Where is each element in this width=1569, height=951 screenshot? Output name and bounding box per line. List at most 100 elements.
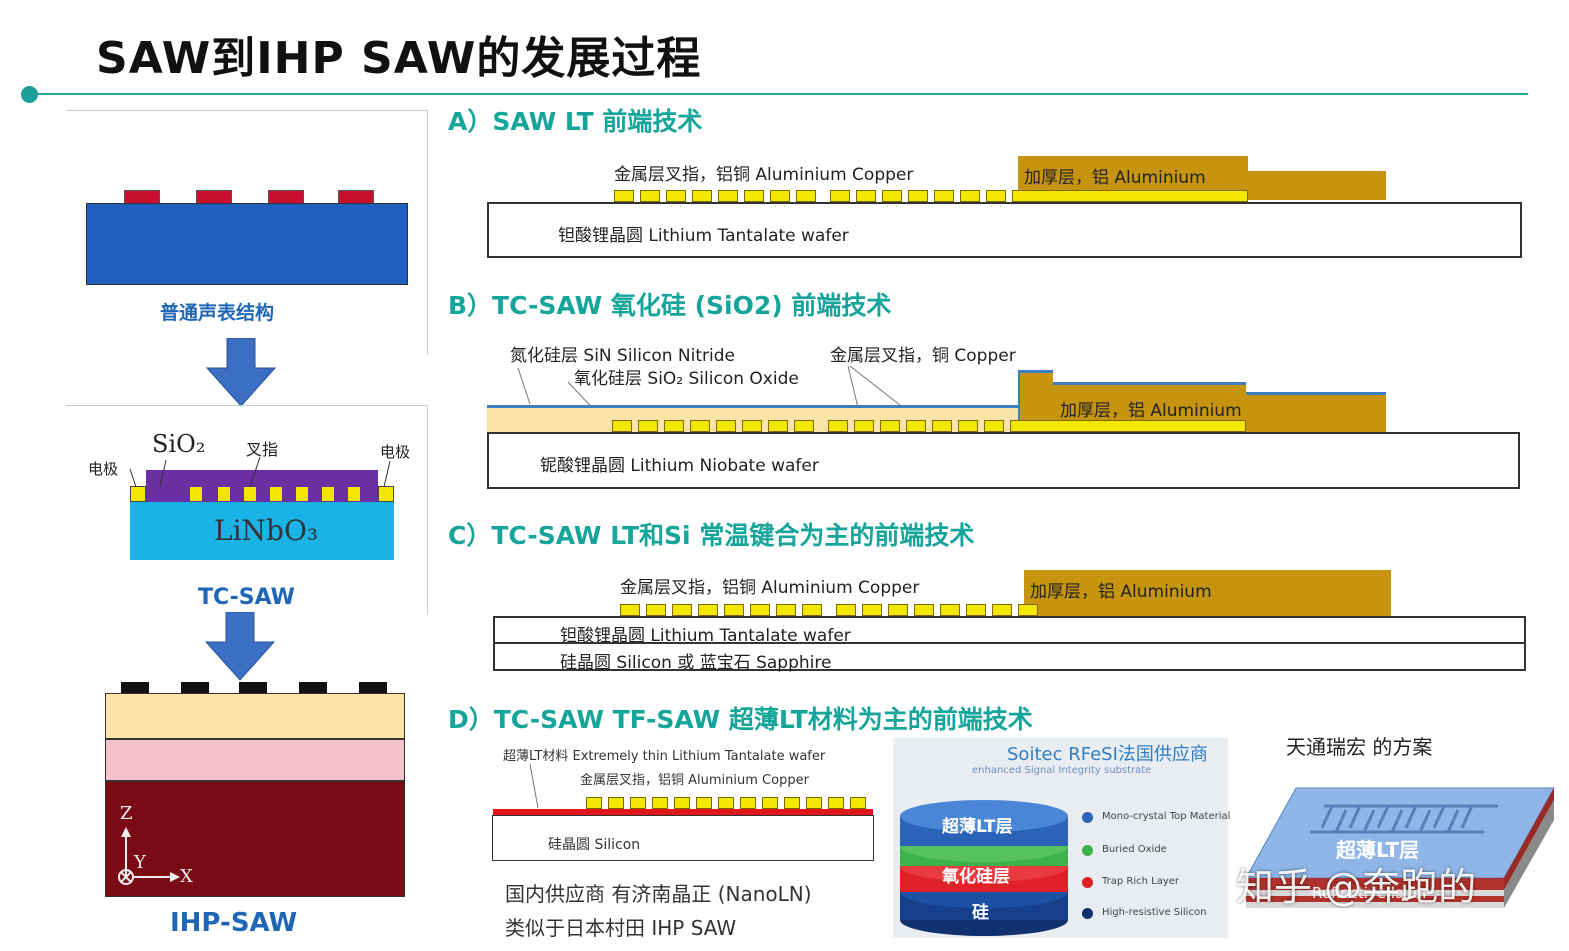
tc-finger [296, 487, 308, 501]
legend-dot-icon [1082, 812, 1093, 823]
section-c-fingers-label: 金属层叉指，铝铜 Aluminium Copper [620, 578, 920, 598]
finger [614, 190, 634, 202]
section-b-wafer-label: 铌酸锂晶圆 Lithium Niobate wafer [540, 456, 819, 476]
section-a-fingers [614, 190, 1018, 202]
finger [640, 190, 660, 202]
section-d-wafer [492, 815, 874, 861]
tc-finger [244, 487, 256, 501]
tc-caption: TC-SAW [198, 585, 295, 610]
finger [690, 420, 710, 432]
section-c-wafer-bottom [493, 642, 1526, 671]
finger [666, 190, 686, 202]
title-rule [30, 93, 1528, 95]
finger [638, 420, 658, 432]
down-arrow-icon [204, 612, 276, 681]
supplier-line-2: 类似于日本村田 IHP SAW [505, 916, 737, 940]
finger [828, 797, 844, 809]
section-d-fingers [586, 797, 870, 809]
finger [854, 420, 874, 432]
finger [768, 420, 788, 432]
saw-caption: 普通声表结构 [160, 302, 275, 324]
tc-electrode-left [130, 486, 146, 502]
finger [986, 190, 1006, 202]
soitec-layer-2: 氧化硅层 [942, 867, 1010, 887]
finger [692, 190, 712, 202]
section-c-wafer1-label: 钽酸锂晶圆 Lithium Tantalate wafer [560, 626, 851, 646]
finger [856, 190, 876, 202]
legend-dot-icon [1082, 845, 1093, 856]
finger [806, 797, 822, 809]
legend-item: Mono-crystal Top Material [1102, 811, 1231, 822]
tc-leader-lines [129, 456, 391, 488]
finger [836, 604, 856, 616]
finger [908, 190, 928, 202]
finger [724, 604, 744, 616]
left-panel-top-border [66, 110, 428, 111]
section-a-pad [1012, 190, 1248, 202]
finger [830, 190, 850, 202]
section-a-fingers-label: 金属层叉指，铝铜 Aluminium Copper [614, 165, 914, 185]
finger [940, 604, 960, 616]
tiantong-layer-label: 超薄LT层 [1336, 838, 1420, 862]
finger [906, 420, 926, 432]
tc-finger [190, 487, 202, 501]
finger [958, 420, 978, 432]
tc-substrate [130, 502, 394, 560]
finger [718, 190, 738, 202]
soitec-subtitle: enhanced Signal Integrity substrate [972, 765, 1152, 776]
finger [742, 420, 762, 432]
ihp-caption: IHP-SAW [170, 908, 298, 938]
section-b-pad [1010, 420, 1246, 432]
section-d-lt-layer [493, 809, 873, 815]
section-c-thick-label: 加厚层，铝 Aluminium [1030, 582, 1212, 602]
finger [762, 797, 778, 809]
finger [984, 420, 1004, 432]
section-a-thick-label: 加厚层，铝 Aluminium [1024, 168, 1206, 188]
finger [882, 190, 902, 202]
finger [932, 420, 952, 432]
soitec-layer-3: 硅 [972, 903, 989, 923]
soitec-layer-1: 超薄LT层 [942, 817, 1013, 837]
finger [776, 604, 796, 616]
tc-sio2-layer [146, 470, 378, 502]
watermark: 知乎 @奔跑的 [1236, 865, 1477, 909]
tc-saw-diagram [66, 405, 428, 615]
finger [620, 604, 640, 616]
section-c-title: C）TC-SAW LT和Si 常温键合为主的前端技术 [448, 521, 975, 550]
ihp-electrode [359, 682, 387, 694]
tc-finger [270, 487, 282, 501]
legend-item: High-resistive Silicon [1102, 907, 1207, 918]
left-panel-right-border [427, 110, 428, 355]
section-b-fingers [612, 420, 1016, 432]
tiantong-stack-icon [1245, 787, 1555, 908]
finger [718, 797, 734, 809]
section-d-title: D）TC-SAW TF-SAW 超薄LT材料为主的前端技术 [448, 705, 1033, 734]
finger [646, 604, 666, 616]
axes-icon [118, 827, 180, 885]
axis-y-label: Y [134, 852, 146, 873]
legend-dot-icon [1082, 877, 1093, 888]
section-c-thick-layer [1024, 570, 1391, 616]
tc-substrate-label: LiNbO₃ [214, 514, 319, 547]
supplier-line-1: 国内供应商 有济南晶正 (NanoLN) [505, 882, 812, 906]
section-d-lt-label: 超薄LT材料 Extremely thin Lithium Tantalate … [503, 749, 826, 764]
tc-electrode-right-label: 电极 [380, 443, 411, 461]
finger [608, 797, 624, 809]
finger [696, 797, 712, 809]
finger [796, 190, 816, 202]
section-b-thick-step [1246, 392, 1386, 432]
left-panel [66, 110, 428, 940]
tc-finger [348, 487, 360, 501]
section-d-fingers-label: 金属层叉指，铝铜 Aluminium Copper [580, 773, 809, 788]
soitec-wafer-stack-icon [900, 800, 1068, 936]
tc-panel-border [66, 405, 428, 406]
ihp-electrode [239, 682, 267, 694]
section-b-sin-label: 氮化硅层 SiN Silicon Nitride [510, 346, 735, 366]
finger [934, 190, 954, 202]
finger [744, 190, 764, 202]
section-b-title: B）TC-SAW 氧化硅 (SiO2) 前端技术 [448, 291, 892, 320]
finger [880, 420, 900, 432]
legend-item: Buried Oxide [1102, 844, 1167, 855]
section-a-wafer-label: 钽酸锂晶圆 Lithium Tantalate wafer [558, 226, 849, 246]
tc-electrode-right [378, 486, 394, 502]
